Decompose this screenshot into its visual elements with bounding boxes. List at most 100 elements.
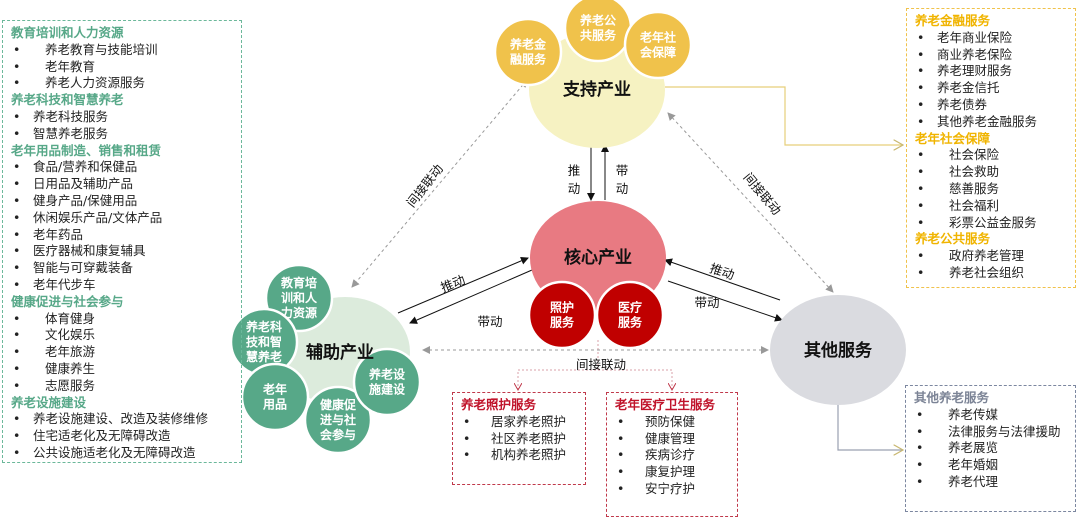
sub-category-circle — [352, 347, 422, 417]
list-item: 养老理财服务 — [915, 63, 1067, 80]
sub-category-circle — [527, 280, 597, 350]
list-item: 公共设施适老化及无障碍改造 — [11, 445, 233, 462]
label-indirect-right: 间接联动 — [741, 170, 785, 218]
medical-services-detail-box: 老年医疗卫生服务预防保健健康管理疾病诊疗康复护理安宁疗护 — [606, 392, 738, 517]
label-drive-aux: 带动 — [477, 314, 502, 329]
list-item: 医疗器械和康复辅具 — [11, 243, 233, 260]
section-heading: 老年社会保障 — [915, 130, 991, 146]
label-drive-other: 带动 — [694, 295, 719, 310]
list-item: 康复护理 — [615, 464, 729, 481]
list-item: 食品/营养和保健品 — [11, 159, 233, 176]
sub-category-circle — [595, 280, 665, 350]
list-item: 社会救助 — [915, 164, 1067, 181]
list-item: 老年药品 — [11, 227, 233, 244]
list-item: 养老人力资源服务 — [11, 75, 233, 92]
sub-category-label: 照护 — [550, 300, 574, 315]
sub-category-circle — [623, 10, 693, 80]
list-item: 养老金信托 — [915, 80, 1067, 97]
section-heading: 老年用品制造、销售和租赁 — [11, 142, 162, 158]
list-item: 老年教育 — [11, 59, 233, 76]
list-item: 养老教育与技能培训 — [11, 42, 233, 59]
sub-category-label: 教育培 — [280, 275, 317, 290]
arrow-core-to-other — [667, 280, 783, 322]
sub-category-label: 进与社 — [320, 412, 356, 427]
list-item: 养老债券 — [915, 97, 1067, 114]
label-push-other: 推动 — [708, 261, 736, 283]
sub-category-circle — [493, 17, 563, 87]
sub-category-label: 用品 — [262, 398, 287, 412]
support-detail-box: 养老金融服务老年商业保险商业养老保险养老理财服务养老金信托养老债券其他养老金融服… — [906, 8, 1076, 288]
sub-category-label: 养老金 — [509, 37, 547, 52]
list-item: 其他养老金融服务 — [915, 114, 1067, 131]
list-item: 智慧养老服务 — [11, 126, 233, 143]
list-item: 日用品及辅助产品 — [11, 176, 233, 193]
section-heading: 教育培训和人力资源 — [11, 25, 124, 40]
auxiliary-industry-label: 辅助产业 — [306, 342, 374, 363]
core-industry-label: 核心产业 — [564, 247, 632, 268]
label-push-v2: 动 — [568, 181, 581, 196]
list-item: 老年旅游 — [11, 344, 233, 361]
sub-category-label: 养老公 — [579, 13, 616, 28]
sub-category-label: 服务 — [618, 315, 643, 330]
other-services-detail-box: 其他养老服务养老传媒法律服务与法律援助养老展览老年婚姻养老代理 — [905, 385, 1076, 512]
list-item: 健康养生 — [11, 361, 233, 378]
list-item: 养老展览 — [914, 440, 1067, 457]
list-item: 文化娱乐 — [11, 327, 233, 344]
sub-category-label: 施建设 — [369, 382, 406, 397]
label-indirect-left: 间接联动 — [403, 161, 446, 210]
list-item: 社区养老照护 — [461, 431, 577, 448]
list-item: 居家养老照护 — [461, 414, 577, 431]
list-item: 彩票公益金服务 — [915, 215, 1067, 232]
list-item: 机构养老照护 — [461, 447, 577, 464]
list-item: 慈善服务 — [915, 181, 1067, 198]
support-industry-label: 支持产业 — [563, 79, 631, 100]
list-item: 智能与可穿戴装备 — [11, 260, 233, 277]
list-item: 老年商业保险 — [915, 30, 1067, 47]
section-heading: 养老科技和智慧养老 — [11, 92, 124, 108]
list-item: 政府养老管理 — [915, 248, 1067, 265]
list-item: 养老代理 — [914, 474, 1067, 491]
list-item: 预防保健 — [615, 414, 729, 431]
label-push-v1: 推 — [568, 163, 581, 178]
sub-category-label: 健康促 — [320, 397, 357, 412]
list-item: 老年婚姻 — [914, 457, 1067, 474]
support-connector — [665, 86, 903, 145]
list-item: 社会保险 — [915, 147, 1067, 164]
section-heading: 其他养老服务 — [914, 390, 990, 405]
auxiliary-detail-box: 教育培训和人力资源养老教育与技能培训老年教育养老人力资源服务养老科技和智慧养老养… — [2, 20, 242, 463]
list-item: 老年代步车 — [11, 277, 233, 294]
list-item: 体育健身 — [11, 311, 233, 328]
list-item: 安宁疗护 — [615, 481, 729, 498]
indirect-link-support-aux — [351, 79, 528, 288]
list-item: 养老科技服务 — [11, 109, 233, 126]
list-item: 志愿服务 — [11, 378, 233, 395]
section-heading: 老年医疗卫生服务 — [615, 397, 716, 412]
sub-category-circle — [303, 385, 373, 455]
sub-category-label: 共服务 — [580, 28, 617, 43]
sub-category-label: 慧养老 — [246, 349, 282, 364]
list-item: 健身产品/保健用品 — [11, 193, 233, 210]
sub-category-label: 技和智 — [246, 334, 282, 349]
list-item: 住宅适老化及无障碍改造 — [11, 428, 233, 445]
sub-category-label: 融服务 — [510, 52, 547, 67]
sub-category-label: 老年 — [263, 382, 287, 397]
section-heading: 养老金融服务 — [915, 13, 991, 28]
section-heading: 养老设施建设 — [11, 394, 87, 410]
label-drive-v2: 动 — [616, 181, 629, 196]
sub-category-label: 训和人 — [281, 290, 318, 305]
other-connector — [837, 405, 903, 450]
sub-category-label: 医疗 — [618, 300, 642, 315]
arrow-core-to-aux — [409, 269, 533, 324]
sub-category-label: 老年社 — [640, 30, 676, 45]
core-medical-connector — [598, 369, 672, 390]
section-heading: 健康促进与社会参与 — [11, 293, 124, 309]
list-item: 法律服务与法律援助 — [914, 424, 1067, 441]
list-item: 休闲娱乐产品/文体产品 — [11, 210, 233, 227]
sub-category-circle — [240, 362, 310, 432]
label-push-aux: 推动 — [438, 272, 467, 295]
section-heading: 养老照护服务 — [461, 397, 537, 412]
other-services-node — [770, 295, 906, 405]
sub-category-label: 力资源 — [281, 305, 317, 320]
list-item: 商业养老保险 — [915, 47, 1067, 64]
